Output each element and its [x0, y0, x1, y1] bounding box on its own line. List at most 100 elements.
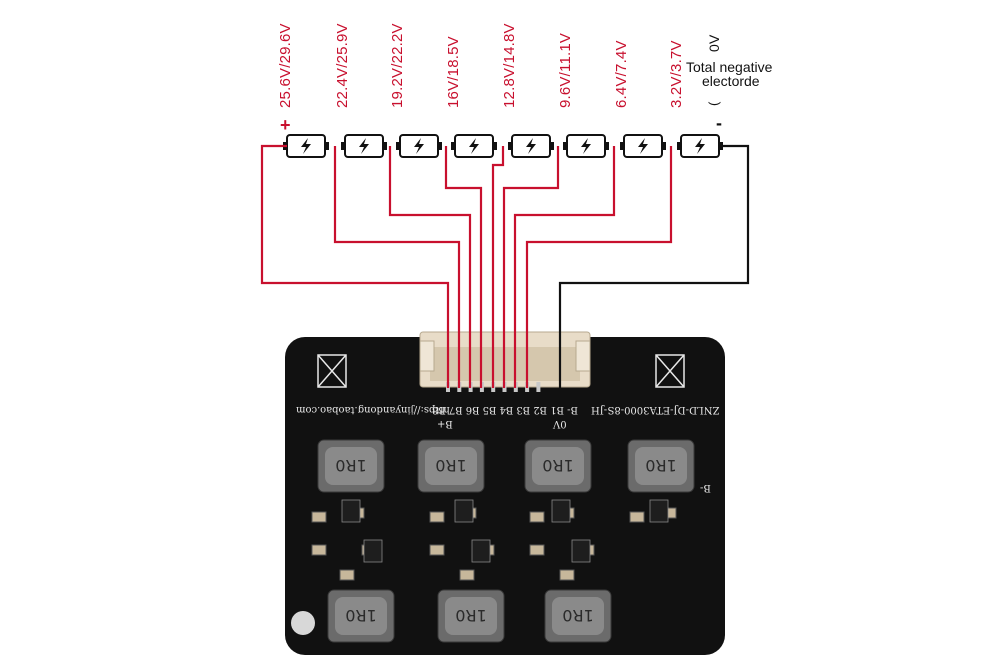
total-negative-label: Total negative	[686, 59, 773, 75]
battery-cell	[396, 134, 442, 158]
ic-chip	[454, 499, 474, 523]
znld-logo	[655, 354, 685, 388]
wire-b2	[513, 146, 616, 388]
battery-terminal	[508, 142, 512, 150]
connector-latch-left	[419, 340, 435, 372]
battery-terminal	[719, 142, 723, 150]
battery-terminal	[383, 142, 387, 150]
lightning-bolt-icon	[695, 138, 705, 154]
smd-component	[311, 511, 327, 523]
battery-terminal	[396, 142, 400, 150]
logo-frame	[317, 354, 347, 388]
inductor-top	[425, 447, 477, 485]
battery-cell	[451, 134, 497, 158]
paren-open: (	[706, 101, 721, 106]
smd-component	[311, 544, 327, 556]
mounting-hole	[291, 611, 315, 635]
voltage-label-b4: 12.8V/14.8V	[501, 23, 518, 108]
battery-cell	[508, 134, 554, 158]
pcb-board	[285, 337, 725, 655]
inductor-top	[532, 447, 584, 485]
ic-chip	[571, 539, 591, 563]
smd-component	[429, 544, 445, 556]
voltage-label-b3: 9.6V/11.1V	[557, 32, 574, 108]
battery-terminal	[620, 142, 624, 150]
battery-cell	[341, 134, 387, 158]
inductor: 1R0	[524, 439, 592, 493]
battery-terminal	[677, 142, 681, 150]
logo-cross	[317, 354, 347, 388]
smd-component	[559, 569, 575, 581]
ic-chip	[551, 499, 571, 523]
smd-component	[629, 511, 645, 523]
inductor-marking: 1R0	[455, 606, 486, 625]
battery-terminal	[341, 142, 345, 150]
battery-terminal	[662, 142, 666, 150]
inductor: 1R0	[327, 589, 395, 643]
wire-negative	[558, 144, 750, 388]
ic-chip	[363, 539, 383, 563]
electrode-label: electorde	[702, 73, 760, 89]
battery-terminal	[563, 142, 567, 150]
smd-component	[339, 569, 355, 581]
battery-terminal	[605, 142, 609, 150]
voltage-label-b8: 25.6V/29.6V	[277, 23, 294, 108]
inductor: 1R0	[417, 439, 485, 493]
pcb-b-plus: B+	[437, 418, 453, 429]
inductor-top	[325, 447, 377, 485]
lightning-bolt-icon	[638, 138, 648, 154]
znld-logo	[317, 354, 347, 388]
inductor-top	[552, 597, 604, 635]
pcb-b-minus: B-	[700, 482, 711, 493]
wire-b8	[260, 144, 450, 388]
wire-b5	[444, 146, 483, 388]
pcb-zero-v: 0V	[553, 418, 567, 429]
smd-component	[529, 544, 545, 556]
wire-b6	[388, 146, 472, 388]
ic-chip	[341, 499, 361, 523]
ic-chip	[471, 539, 491, 563]
inductor-marking: 1R0	[435, 456, 466, 475]
lightning-bolt-icon	[414, 138, 424, 154]
battery-cell	[563, 134, 609, 158]
inductor: 1R0	[437, 589, 505, 643]
wire-b3	[502, 146, 560, 388]
lightning-bolt-icon	[359, 138, 369, 154]
battery-terminal	[451, 142, 455, 150]
battery-terminal	[325, 142, 329, 150]
wire-b1	[525, 146, 673, 388]
battery-terminal	[438, 142, 442, 150]
lightning-bolt-icon	[581, 138, 591, 154]
inductor-marking: 1R0	[645, 456, 676, 475]
battery-cell	[283, 134, 329, 158]
battery-cell	[677, 134, 723, 158]
inductor: 1R0	[544, 589, 612, 643]
smd-component	[429, 511, 445, 523]
lightning-bolt-icon	[526, 138, 536, 154]
pcb-model: ZNLD-DJ-ETA3000-8S-JH	[591, 404, 720, 415]
logo-cross	[655, 354, 685, 388]
inductor: 1R0	[627, 439, 695, 493]
battery-terminal	[493, 142, 497, 150]
battery-terminal	[550, 142, 554, 150]
inductor-marking: 1R0	[345, 606, 376, 625]
inductor-top	[445, 597, 497, 635]
pcb-connector-labels: B- B1 B2 B3 B4 B5 B6 B7 B8	[432, 404, 579, 415]
inductor-marking: 1R0	[335, 456, 366, 475]
connector-pin	[536, 382, 541, 392]
inductor-top	[635, 447, 687, 485]
logo-frame	[655, 354, 685, 388]
lightning-bolt-icon	[469, 138, 479, 154]
voltage-label-b6: 19.2V/22.2V	[389, 23, 406, 108]
inductor-marking: 1R0	[562, 606, 593, 625]
smd-component	[529, 511, 545, 523]
battery-cell	[620, 134, 666, 158]
voltage-label-b7: 22.4V/25.9V	[334, 23, 351, 108]
wire-b7	[333, 146, 461, 388]
pcb-url: https://jinyandong.taobao.com	[296, 404, 450, 415]
voltage-label-b1: 3.2V/3.7V	[668, 40, 685, 108]
inductor-top	[335, 597, 387, 635]
plus-sign: +	[280, 115, 291, 135]
